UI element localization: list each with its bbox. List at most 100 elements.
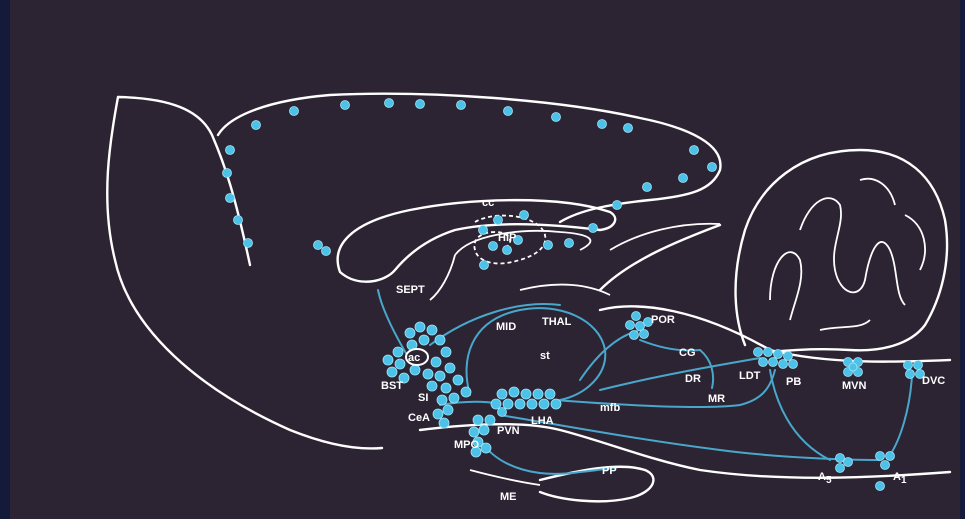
- cortex-cell: [314, 241, 323, 250]
- a1-cells: [876, 452, 895, 491]
- cortex-cell: [565, 239, 574, 248]
- label-me: ME: [500, 491, 517, 503]
- label-thal: THAL: [542, 316, 572, 328]
- cortex-cell: [598, 120, 607, 129]
- label-cea: CeA: [408, 412, 430, 424]
- ldt-pb-cell: [789, 360, 798, 369]
- bst-si-cea-cell: [443, 405, 453, 415]
- cerebellum-outline: [736, 150, 948, 352]
- bst-si-cea-cell: [449, 393, 459, 403]
- bst-si-cea-cell: [445, 363, 455, 373]
- cortex-cell: [624, 124, 633, 133]
- label-ldt: LDT: [739, 370, 761, 382]
- midbrain-lines: [520, 224, 720, 295]
- cortex-cell: [341, 101, 350, 110]
- lha-cell: [539, 399, 549, 409]
- label-bst: BST: [381, 380, 403, 392]
- pvn-cell: [481, 443, 491, 453]
- bst-si-cea-cell: [439, 418, 449, 428]
- a5-cell: [836, 464, 845, 473]
- cortex-cell: [690, 146, 699, 155]
- hippocampus-cell: [494, 216, 503, 225]
- lha-cell: [503, 399, 513, 409]
- hippocampus-cell: [503, 246, 512, 255]
- label-cg: CG: [679, 347, 696, 359]
- lha-cell: [551, 399, 561, 409]
- dvc-cell: [904, 361, 913, 370]
- pathway-mfb-lower: [500, 415, 880, 460]
- hippocampus-cell: [479, 226, 488, 235]
- bst-si-cea-cell: [410, 365, 420, 375]
- a1-cell: [886, 452, 895, 461]
- bst-si-cea-cell: [395, 359, 405, 369]
- bst-si-cea-cell: [427, 325, 437, 335]
- bst-si-cea-cell: [441, 347, 451, 357]
- label-cc: cc: [482, 197, 494, 209]
- label-por: POR: [651, 314, 675, 326]
- pathway-dvc-a1: [890, 375, 912, 455]
- bst-si-cea-cell: [419, 335, 429, 345]
- pathway-thal: [430, 304, 560, 345]
- hippocampus-cell: [544, 241, 553, 250]
- pathway-ldt-pb: [600, 358, 760, 390]
- bst-si-cea-cell: [433, 409, 443, 419]
- por-cell: [632, 312, 641, 321]
- por-cell: [640, 330, 649, 339]
- cortex-cell: [385, 99, 394, 108]
- label-mfb: mfb: [600, 402, 620, 414]
- lha-cell: [521, 389, 531, 399]
- cortex-cell: [679, 174, 688, 183]
- bst-si-cea-cell: [415, 322, 425, 332]
- ldt-pb-cell: [784, 352, 793, 361]
- pvn-cell: [473, 415, 483, 425]
- cortex-cell: [322, 247, 331, 256]
- dvc-cell: [914, 361, 923, 370]
- label-dr: DR: [685, 373, 701, 385]
- pvn-cell: [479, 425, 489, 435]
- cortex-cells: [223, 99, 717, 256]
- label-mpo: MPO: [454, 439, 480, 451]
- a5-cell: [836, 454, 845, 463]
- cortex-cell: [708, 163, 717, 172]
- lha-cell: [527, 399, 537, 409]
- bst-si-cea-cell: [453, 375, 463, 385]
- por-cell: [630, 331, 639, 340]
- ldt-pb-cell: [779, 360, 788, 369]
- a1-cell: [876, 452, 885, 461]
- cortex-cell: [457, 101, 466, 110]
- label-mr: MR: [708, 393, 725, 405]
- bst-si-cea-cell: [423, 369, 433, 379]
- lha-cell: [498, 408, 507, 417]
- lha-cell: [515, 399, 525, 409]
- label-si: SI: [418, 392, 428, 404]
- a5-cells: [836, 454, 853, 473]
- a1-cell: [876, 482, 885, 491]
- cortex-cell: [223, 169, 232, 178]
- cortex-cell: [226, 194, 235, 203]
- mvn-cell: [849, 363, 857, 371]
- label-lha: LHA: [531, 415, 554, 427]
- bst-si-cea-cell: [387, 367, 397, 377]
- lha-cell: [497, 389, 507, 399]
- label-dvc: DVC: [922, 375, 945, 387]
- ldt-pb-cell: [764, 348, 773, 357]
- bst-si-cea-cell: [427, 381, 437, 391]
- brain-sagittal-diagram: cc HIP SEPT ac BST SI CeA MID THAL st LH…: [10, 0, 960, 519]
- cortex-cell: [504, 107, 513, 116]
- ldt-pb-cell: [754, 348, 763, 357]
- label-mid: MID: [496, 321, 516, 333]
- cortex-cell: [589, 224, 598, 233]
- a1-cell: [881, 461, 890, 470]
- bst-si-cea-cell: [383, 355, 393, 365]
- cortex-cell: [252, 121, 261, 130]
- hippocampus-cell: [489, 242, 498, 251]
- cortex-cell: [643, 183, 652, 192]
- pathway-mid-arc: [467, 308, 606, 400]
- dvc-cell: [906, 370, 915, 379]
- brain-outline: [107, 94, 950, 502]
- hippocampus-cell: [480, 261, 489, 270]
- label-pvn: PVN: [497, 425, 520, 437]
- ldt-pb-cell: [774, 350, 783, 359]
- lha-cell: [545, 389, 555, 399]
